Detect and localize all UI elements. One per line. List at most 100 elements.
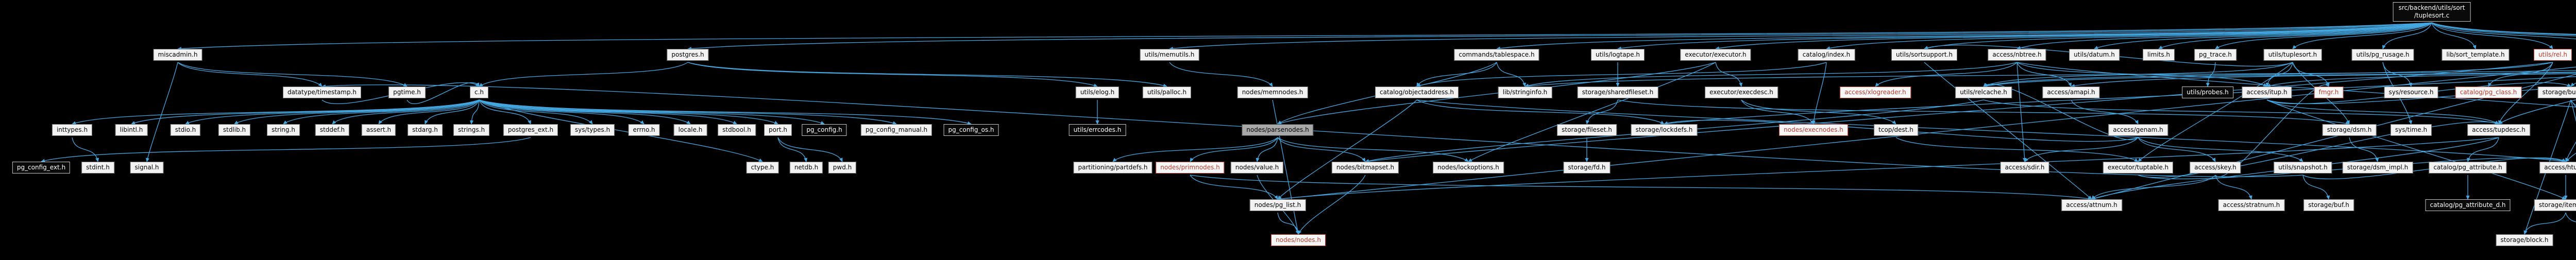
node-value[interactable]: nodes/value.h <box>1230 162 1284 174</box>
node-stdbool[interactable]: stdbool.h <box>718 124 756 136</box>
node-strings[interactable]: strings.h <box>453 124 490 136</box>
node-snapshot[interactable]: utils/snapshot.h <box>2274 162 2332 174</box>
node-skey[interactable]: access/skey.h <box>2190 162 2241 174</box>
node-fd[interactable]: storage/fd.h <box>1563 162 1611 174</box>
node-postgres[interactable]: postgres.h <box>667 49 709 61</box>
node-pgtrace[interactable]: pg_trace.h <box>2194 49 2236 61</box>
node-fmgr[interactable]: fmgr.h <box>2314 86 2344 98</box>
node-sharedfileset[interactable]: storage/sharedfileset.h <box>1577 86 1658 98</box>
node-htup[interactable]: access/htup.h <box>2539 162 2576 174</box>
node-tablespace[interactable]: commands/tablespace.h <box>1454 49 1539 61</box>
node-stdlib[interactable]: stdlib.h <box>218 124 251 136</box>
node-stringinfo[interactable]: lib/stringinfo.h <box>1498 86 1552 98</box>
edge-main-rel <box>2431 22 2553 49</box>
node-tuplesorth[interactable]: utils/tuplesort.h <box>2263 49 2322 61</box>
node-systypes[interactable]: sys/types.h <box>570 124 615 136</box>
node-pgtime[interactable]: pgtime.h <box>388 86 426 98</box>
node-memnodes[interactable]: nodes/memnodes.h <box>1237 86 1308 98</box>
node-ch[interactable]: c.h <box>469 86 489 98</box>
edge-main-executor <box>1715 22 2432 50</box>
node-pgrusage[interactable]: utils/pg_rusage.h <box>2351 49 2414 61</box>
node-block[interactable]: storage/block.h <box>2496 234 2553 246</box>
node-string[interactable]: string.h <box>267 124 300 136</box>
node-sdir[interactable]: access/sdir.h <box>2000 162 2049 174</box>
node-errno[interactable]: errno.h <box>628 124 660 136</box>
node-catindex[interactable]: catalog/index.h <box>1798 49 1855 61</box>
node-rel[interactable]: utils/rel.h <box>2533 49 2572 61</box>
node-execnodes[interactable]: nodes/execnodes.h <box>1779 124 1848 136</box>
node-dest[interactable]: tcop/dest.h <box>1874 124 1918 136</box>
node-pgconfig[interactable]: pg_config.h <box>802 124 847 136</box>
edge-sortsupport-attnum <box>1924 62 2092 200</box>
node-objectaddress[interactable]: catalog/objectaddress.h <box>1375 86 1459 98</box>
node-stdarg[interactable]: stdarg.h <box>408 124 443 136</box>
node-stdint[interactable]: stdint.h <box>81 162 114 174</box>
node-nbtree[interactable]: access/nbtree.h <box>1988 49 2046 61</box>
node-pwd[interactable]: pwd.h <box>828 162 857 174</box>
node-xlogreader[interactable]: access/xlogreader.h <box>1840 86 1911 98</box>
node-timestamp[interactable]: datatype/timestamp.h <box>282 86 362 98</box>
node-datum[interactable]: utils/datum.h <box>2069 49 2120 61</box>
node-main[interactable]: src/backend/utils/sort /tuplesort.c <box>2393 2 2471 22</box>
node-primnodes[interactable]: nodes/primnodes.h <box>1156 162 1225 174</box>
node-miscadmin[interactable]: miscadmin.h <box>153 49 202 61</box>
node-memutils[interactable]: utils/memutils.h <box>1140 49 1199 61</box>
node-pg_list[interactable]: nodes/pg_list.h <box>1249 199 1306 211</box>
node-attnum[interactable]: access/attnum.h <box>2061 199 2122 211</box>
node-locale[interactable]: locale.h <box>673 124 707 136</box>
node-execdesc[interactable]: executor/execdesc.h <box>1705 86 1778 98</box>
node-sysresource[interactable]: sys/resource.h <box>2384 86 2438 98</box>
node-inttypes[interactable]: inttypes.h <box>52 124 93 136</box>
node-dsm[interactable]: storage/dsm.h <box>2322 124 2377 136</box>
node-bitmapset[interactable]: nodes/bitmapset.h <box>1331 162 1399 174</box>
node-fileset[interactable]: storage/fileset.h <box>1557 124 1617 136</box>
node-stddef[interactable]: stddef.h <box>315 124 350 136</box>
edge-skey-stratnum <box>2215 175 2252 200</box>
edge-main-pgtrace <box>2215 22 2432 49</box>
edge-rel-relcache <box>1983 62 2553 88</box>
node-limits[interactable]: limits.h <box>2142 49 2175 61</box>
edge-tupdesc-pgattribute <box>2467 137 2499 162</box>
node-tupdesc[interactable]: access/tupdesc.h <box>2467 124 2530 136</box>
node-assert[interactable]: assert.h <box>361 124 396 136</box>
node-amapi[interactable]: access/amapi.h <box>2042 86 2100 98</box>
node-netdb[interactable]: netdb.h <box>789 162 823 174</box>
node-buf[interactable]: storage/buf.h <box>2303 199 2354 211</box>
node-pgattributed[interactable]: catalog/pg_attribute_d.h <box>2425 199 2511 211</box>
node-pgconfigext[interactable]: pg_config_ext.h <box>12 162 71 174</box>
node-postgres_ext[interactable]: postgres_ext.h <box>503 124 558 136</box>
node-genam[interactable]: access/genam.h <box>2108 124 2168 136</box>
edge-pgtrace-probes <box>2206 62 2216 87</box>
node-dsmimpl[interactable]: storage/dsm_impl.h <box>2342 162 2413 174</box>
node-signal[interactable]: signal.h <box>130 162 164 174</box>
node-executor[interactable]: executor/executor.h <box>1680 49 1751 61</box>
node-port[interactable]: port.h <box>764 124 792 136</box>
node-palloc[interactable]: utils/palloc.h <box>1142 86 1192 98</box>
node-bufpage[interactable]: storage/bufpage.h <box>2537 86 2576 98</box>
node-pgclass[interactable]: catalog/pg_class.h <box>2455 86 2522 98</box>
node-sortsupport[interactable]: utils/sortsupport.h <box>1891 49 1957 61</box>
node-libintl[interactable]: libintl.h <box>115 124 148 136</box>
node-partdefs[interactable]: partitioning/partdefs.h <box>1073 162 1153 174</box>
node-logtape[interactable]: utils/logtape.h <box>1590 49 1645 61</box>
node-stratnum[interactable]: access/stratnum.h <box>2218 199 2285 211</box>
node-lockdefs[interactable]: storage/lockdefs.h <box>1631 124 1698 136</box>
node-tuptable[interactable]: executor/tuptable.h <box>2103 162 2174 174</box>
node-systime[interactable]: sys/time.h <box>2390 124 2432 136</box>
edge-ch-stdarg <box>425 99 480 125</box>
node-itemptr[interactable]: storage/itemptr.h <box>2534 199 2576 211</box>
node-probes[interactable]: utils/probes.h <box>2182 86 2233 98</box>
node-pgconfigmanual[interactable]: pg_config_manual.h <box>860 124 933 136</box>
node-ctype[interactable]: ctype.h <box>746 162 779 174</box>
node-errcodes[interactable]: utils/errcodes.h <box>1069 124 1126 136</box>
node-lockoptions[interactable]: nodes/lockoptions.h <box>1433 162 1504 174</box>
node-parsenodes[interactable]: nodes/parsenodes.h <box>1242 124 1314 136</box>
node-stdio[interactable]: stdio.h <box>170 124 201 136</box>
node-nodesh[interactable]: nodes/nodes.h <box>1271 234 1326 246</box>
node-pgattribute[interactable]: catalog/pg_attribute.h <box>2429 162 2507 174</box>
node-sorttemplate[interactable]: lib/sort_template.h <box>2442 49 2510 61</box>
node-itup[interactable]: access/itup.h <box>2242 86 2292 98</box>
node-pgconfigos[interactable]: pg_config_os.h <box>943 124 999 136</box>
node-elog[interactable]: utils/elog.h <box>1075 86 1120 98</box>
node-relcache[interactable]: utils/relcache.h <box>1955 86 2012 98</box>
